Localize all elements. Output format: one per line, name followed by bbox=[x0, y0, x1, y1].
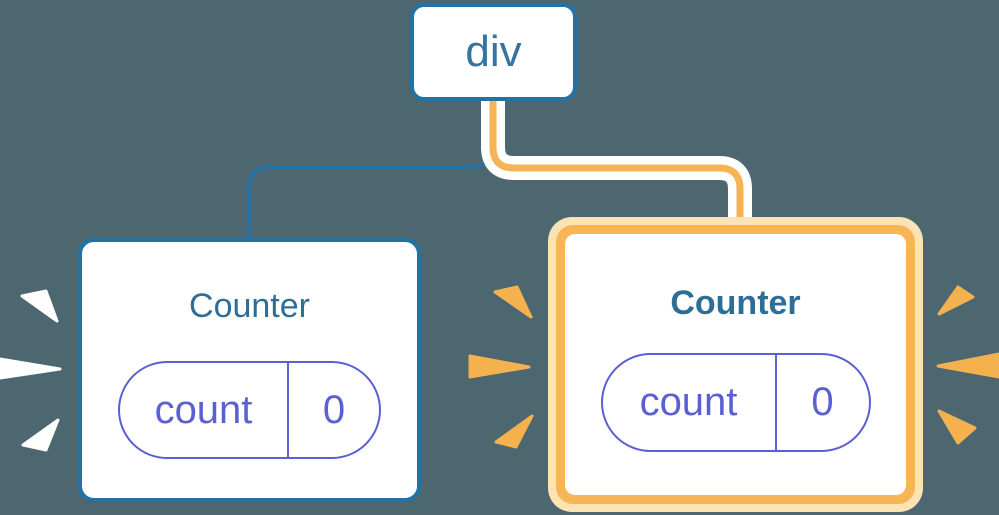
state-pill-left: count 0 bbox=[118, 361, 381, 459]
burst-ray-top bbox=[937, 285, 975, 316]
burst-ray-bottom bbox=[937, 409, 977, 445]
burst-icon-right-counter-left bbox=[468, 285, 534, 449]
state-key-label: count bbox=[120, 363, 289, 457]
burst-ray-bottom bbox=[21, 418, 60, 452]
counter-card-left: Counter count 0 bbox=[78, 238, 421, 502]
edge-root-to-right-counter bbox=[481, 99, 752, 224]
counter-card-left-title: Counter bbox=[189, 287, 310, 325]
counter-card-right-title: Counter bbox=[670, 284, 801, 322]
burst-ray-middle bbox=[0, 357, 62, 380]
burst-ray-middle bbox=[936, 352, 999, 379]
state-value-label: 0 bbox=[322, 387, 346, 432]
edge-root-to-left-counter bbox=[247, 100, 495, 242]
state-pill-right: count 0 bbox=[600, 353, 871, 452]
root-node-label: div bbox=[465, 27, 522, 76]
burst-ray-top bbox=[20, 289, 59, 323]
burst-icon-right-counter-right bbox=[936, 285, 999, 445]
burst-icon-left-counter bbox=[0, 289, 62, 452]
edge-highlight-halo bbox=[481, 99, 752, 224]
state-key-label: count bbox=[603, 355, 777, 450]
state-value-label: 0 bbox=[811, 380, 834, 424]
root-node-div: div bbox=[410, 3, 577, 101]
edge-highlight-core bbox=[489, 99, 744, 224]
counter-card-right: Counter count 0 bbox=[565, 234, 906, 495]
burst-ray-bottom bbox=[494, 414, 534, 449]
counter-card-right-highlight-outer: Counter count 0 bbox=[548, 217, 923, 512]
burst-ray-middle bbox=[468, 354, 531, 379]
burst-ray-top bbox=[493, 285, 533, 319]
counter-card-right-highlight-ring: Counter count 0 bbox=[556, 225, 915, 504]
